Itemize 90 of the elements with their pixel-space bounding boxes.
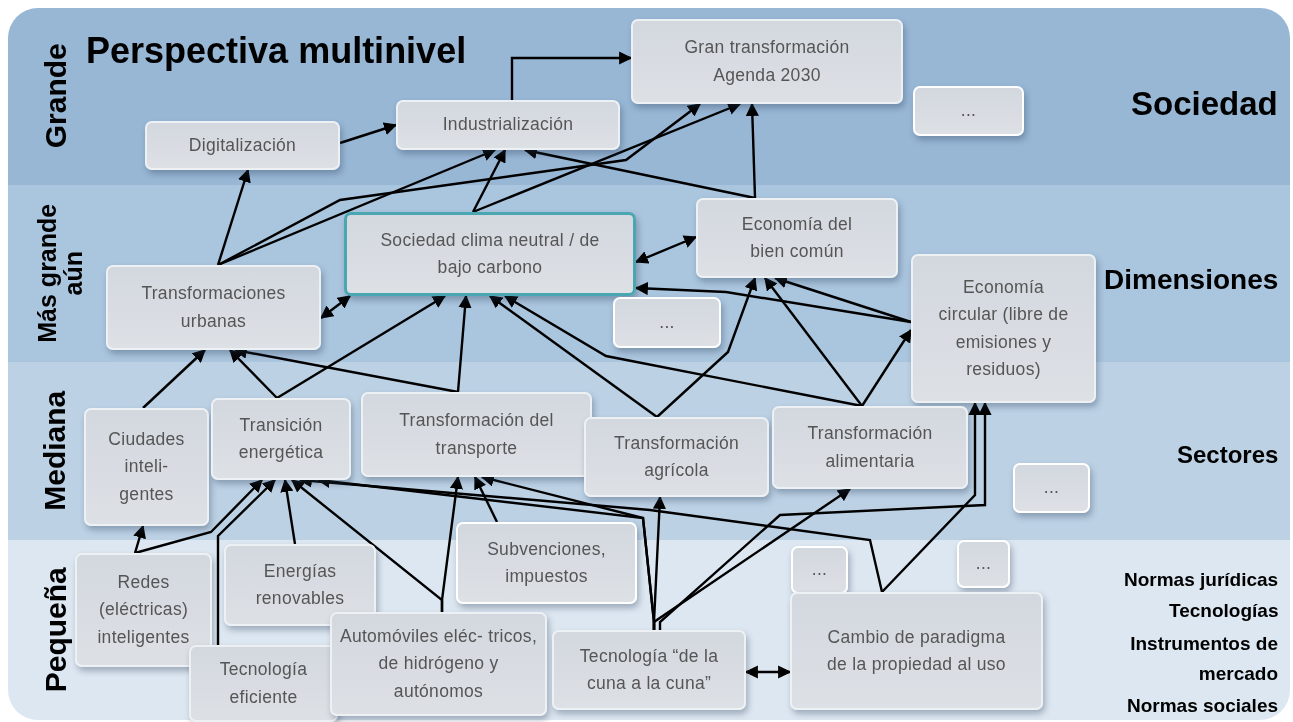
concept-box — [396, 100, 620, 150]
concept-box — [75, 553, 212, 667]
arrow — [634, 281, 912, 324]
concept-text: Economía del bien común — [740, 212, 854, 263]
concept-box — [790, 592, 1043, 710]
concept-text: Transformación del transporte — [398, 409, 555, 460]
concept-text: Subvenciones, impuestos — [486, 537, 607, 588]
concept-box — [361, 392, 592, 477]
arrow — [656, 276, 758, 418]
concept-box — [211, 398, 351, 480]
level-title: Instrumentos de mercado — [1129, 631, 1278, 686]
concept-text: Transformaciones urbanas — [140, 282, 287, 333]
arrow — [881, 401, 982, 593]
concept-text: Sociedad clima neutral / de bajo carbono — [379, 228, 601, 279]
arrow — [142, 349, 206, 409]
concept-text: ... — [974, 552, 993, 576]
arrow — [456, 294, 472, 393]
double-arrow — [634, 235, 698, 264]
level-title: Sectores — [1177, 441, 1279, 469]
concept-text: Transformación alimentaria — [806, 422, 934, 473]
arrow — [773, 275, 912, 324]
concept-box — [145, 121, 340, 170]
concept-text: Gran transformación Agenda 2030 — [683, 36, 851, 87]
arrow — [133, 524, 146, 554]
concept-text: Transición energética — [237, 413, 325, 464]
concept-text: Transformación agrícola — [612, 431, 741, 482]
concept-text: Energías renovables — [254, 559, 346, 610]
title: Perspectiva multinivel — [86, 30, 467, 72]
concept-text: ... — [959, 99, 978, 123]
level-title: Dimensiones — [1104, 264, 1279, 296]
concept-box — [913, 86, 1024, 136]
concept-box — [1013, 463, 1090, 513]
concept-box — [696, 198, 898, 278]
arrow — [339, 122, 398, 145]
arrow — [488, 295, 658, 418]
level-label: Mediana — [39, 390, 71, 511]
arrow — [134, 479, 263, 555]
level-title: Normas jurídicas — [1124, 569, 1279, 591]
concept-text: Economía circular (libre de emisiones y residuos) — [937, 276, 1070, 381]
arrow — [472, 102, 742, 214]
concept-text: Redes (eléctricas) inteligentes — [96, 571, 191, 649]
arrow — [503, 294, 863, 408]
arrow — [658, 401, 992, 630]
concept-text: Digitalización — [187, 133, 298, 157]
concept-box — [613, 297, 721, 348]
concept-box — [911, 254, 1096, 403]
concept-box — [957, 540, 1010, 588]
level-title: Sociedad — [1131, 85, 1278, 123]
arrow — [471, 148, 507, 213]
level-title: Tecnologías — [1169, 600, 1279, 622]
arrow — [229, 349, 278, 399]
double-arrow — [319, 295, 352, 319]
concept-box — [791, 546, 848, 594]
concept-text: ... — [658, 310, 676, 334]
double-arrow — [744, 665, 792, 679]
arrow — [216, 168, 251, 266]
arrow — [745, 102, 759, 199]
arrow — [217, 103, 702, 267]
concept-box — [189, 645, 338, 722]
arrow — [764, 276, 863, 407]
concept-box — [584, 417, 769, 497]
concept-text: Tecnología eficiente — [218, 658, 309, 709]
arrow — [473, 475, 499, 523]
concept-box — [631, 19, 903, 104]
concept-text: Ciudades inteli- gentes — [107, 428, 186, 506]
arrow — [276, 294, 447, 400]
arrow — [280, 478, 297, 545]
concept-text: ... — [810, 558, 829, 582]
level-label: Grande — [39, 43, 71, 149]
concept-box — [456, 522, 637, 604]
arrow — [510, 51, 633, 100]
arrow — [440, 475, 463, 612]
concept-text: Automóviles eléc- tricos, de hidrógeno y autónomos — [338, 625, 539, 703]
concept-box — [552, 630, 746, 710]
arrow — [652, 488, 852, 630]
concept-box — [84, 408, 209, 526]
level-label: Más grande aún — [33, 202, 87, 345]
concept-text: Cambio de paradigma de la propiedad al uso — [826, 625, 1007, 676]
level-label: Pequeña — [39, 567, 71, 693]
concept-text: Tecnología “de la cuna a la cuna” — [578, 644, 720, 695]
arrow — [216, 479, 276, 645]
concept-text: ... — [1042, 476, 1061, 500]
level-title: Normas sociales — [1127, 695, 1279, 717]
concept-box — [330, 612, 547, 716]
concept-text: Industrialización — [441, 113, 575, 137]
concept-box — [344, 212, 636, 296]
concept-box — [772, 406, 968, 489]
arrow — [861, 328, 912, 407]
concept-box — [224, 544, 376, 626]
concept-box — [106, 265, 321, 350]
